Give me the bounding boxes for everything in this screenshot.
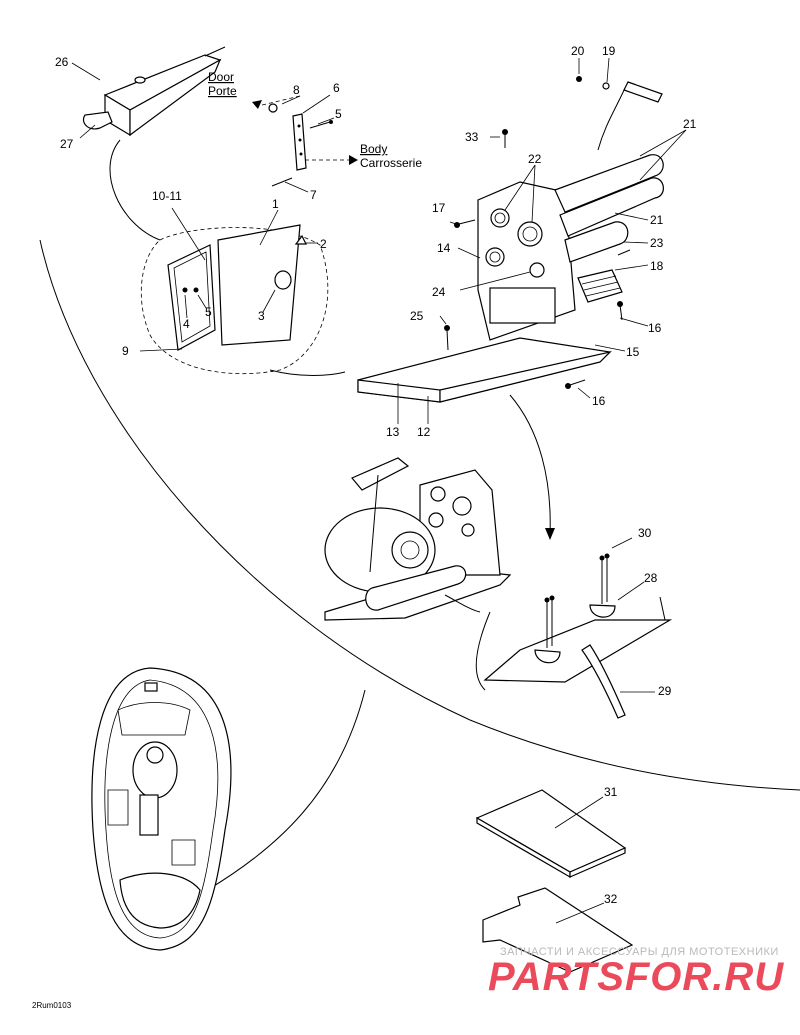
mat-31 [475, 789, 627, 879]
mount-detail [475, 537, 673, 719]
callout-30: 30 [638, 526, 652, 540]
callout-27: 27 [60, 137, 74, 151]
watermark-logo: PARTSFOR.RU [488, 955, 784, 999]
callout-12: 12 [417, 425, 431, 439]
mat-32 [482, 887, 634, 973]
callout-15: 15 [626, 345, 640, 359]
callout-21-mid: 21 [650, 213, 664, 227]
callout-29: 29 [658, 684, 672, 698]
hinge-parts [268, 94, 335, 193]
figure-code: 2Rum0103 [32, 1001, 72, 1010]
callout-7: 7 [310, 188, 317, 202]
callout-31: 31 [604, 785, 618, 799]
callout-28: 28 [644, 571, 658, 585]
callout-18: 18 [650, 259, 664, 273]
callout-21-top: 21 [683, 117, 697, 131]
callout-5-door: 5 [205, 305, 212, 319]
callout-16-lower: 16 [592, 394, 606, 408]
hull-top-view [91, 667, 232, 951]
door-detail [139, 207, 329, 375]
callout-16-upper: 16 [648, 321, 662, 335]
callout-24: 24 [432, 285, 446, 299]
callout-10-11: 10-11 [152, 189, 182, 203]
door-label-en: Door [208, 70, 234, 84]
callout-25: 25 [410, 309, 424, 323]
body-label-en: Body [360, 142, 387, 156]
callout-5-hinge: 5 [335, 107, 342, 121]
console-assembly [357, 57, 687, 424]
callout-9: 9 [122, 344, 129, 358]
callout-4: 4 [183, 317, 190, 331]
callout-17: 17 [432, 201, 446, 215]
callout-3: 3 [258, 309, 265, 323]
callout-20: 20 [571, 44, 585, 58]
lower-link-arc [189, 689, 366, 901]
callout-22: 22 [528, 152, 542, 166]
callout-14: 14 [437, 241, 451, 255]
callout-6: 6 [333, 81, 340, 95]
callout-2: 2 [320, 237, 327, 251]
callout-19: 19 [602, 44, 616, 58]
callout-32: 32 [604, 892, 618, 906]
middle-assembly [324, 457, 512, 621]
body-label-fr: Carrosserie [360, 156, 422, 170]
callout-23: 23 [650, 236, 664, 250]
door-link-arc [269, 369, 346, 376]
callout-26: 26 [55, 55, 69, 69]
watermark-tagline: ЗАПЧАСТИ И АКСЕССУАРЫ ДЛЯ МОТОТЕХНИКИ [500, 946, 779, 958]
callout-33: 33 [465, 130, 479, 144]
callout-1: 1 [272, 197, 279, 211]
door-label-fr: Porte [208, 84, 237, 98]
callout-13: 13 [386, 425, 400, 439]
latch-assembly [71, 46, 226, 139]
callout-8: 8 [293, 83, 300, 97]
latch-link-arc [109, 139, 161, 241]
main-boundary-arc [39, 239, 800, 791]
